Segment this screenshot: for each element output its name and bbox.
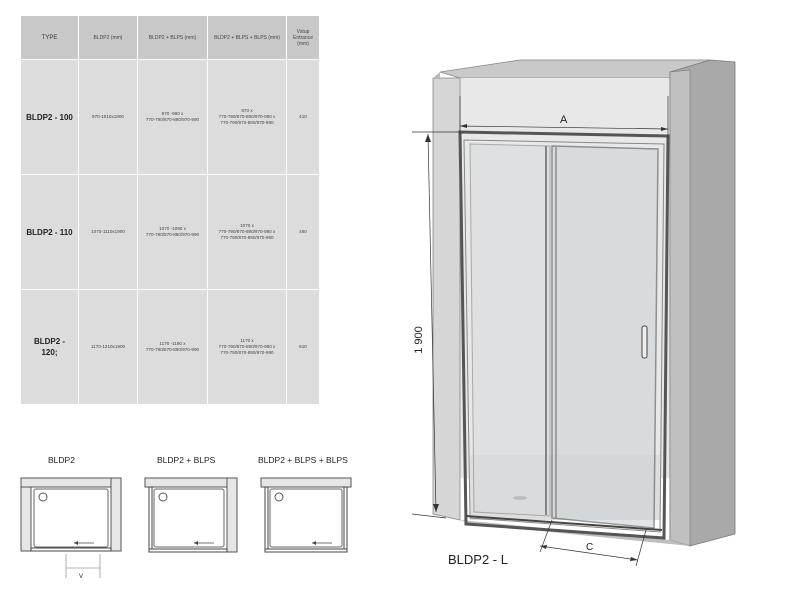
plan-diagram-bldp2-blps-blps [260, 477, 352, 553]
cell-line: 770-790/870-890/970-990 x [218, 344, 276, 349]
header-bldp2-blps-blps: BLDP2 + BLPS + BLPS (mm) [207, 15, 287, 60]
entrance-cell: 410 [286, 59, 320, 175]
niche-top-wall [439, 59, 711, 79]
cell-line: 1170 x [240, 338, 254, 343]
door-handle [641, 325, 648, 359]
table-row: BLDP2 - 110 1070-1110x1900 1070 -1090 x … [20, 174, 320, 290]
cell-line: 770-790/870-890/970-990 [220, 120, 274, 125]
cell-line: 1070 -1090 x [159, 226, 186, 231]
cell-line: 1070 x [240, 223, 254, 228]
table-header-row: TYPE BLDP2 (mm) BLDP2 + BLPS (mm) BLDP2 … [20, 15, 320, 60]
entrance-cell: 460 [286, 174, 320, 290]
cell-line: 120; [41, 348, 58, 357]
cell-line: 770-790/870-890/970-990 [145, 347, 200, 352]
header-type: TYPE [20, 15, 79, 60]
cell-line: 770-790/870-890/970-990 x [218, 229, 276, 234]
cell-line: 970 -990 x [161, 111, 184, 116]
spec-table: TYPE BLDP2 (mm) BLDP2 + BLPS (mm) BLDP2 … [20, 15, 320, 405]
plan-diagram-bldp2: V [20, 477, 122, 580]
fixed-glass-panel [469, 143, 551, 517]
table-row: BLDP2 - 100 970-1010x1900 970 -990 x 770… [20, 59, 320, 175]
diagram-label-bldp2-blps-blps: BLDP2 + BLPS + BLPS [258, 455, 348, 465]
header-bldp2: BLDP2 (mm) [78, 15, 138, 60]
header-entrance: Vstup Entrance (mm) [286, 15, 320, 60]
bldp2-blps-blps-size-cell: 1170 x 770-790/870-890/970-990 x 770-790… [207, 289, 287, 405]
sliding-glass-panel [551, 145, 659, 529]
bldp2-blps-blps-size-cell: 970 x 770-790/870-890/970-990 x 770-790/… [207, 59, 287, 175]
cell-line: 1170 -1190 x [159, 341, 186, 346]
table-row: BLDP2 - 120; 1170-1210x1900 1170 -1190 x… [20, 289, 320, 405]
type-cell: BLDP2 - 120; [20, 289, 79, 405]
bldp2-size-cell: 1170-1210x1900 [78, 289, 138, 405]
cell-line: 970 x [241, 108, 253, 113]
header-bldp2-blps: BLDP2 + BLPS (mm) [137, 15, 208, 60]
dimension-height-label: 1 900 [413, 326, 425, 354]
entrance-cell: 510 [286, 289, 320, 405]
bldp2-blps-size-cell: 1170 -1190 x 770-790/870-890/970-990 [137, 289, 208, 405]
bldp2-size-cell: 970-1010x1900 [78, 59, 138, 175]
render-caption: BLDP2 - L [448, 552, 508, 567]
type-cell: BLDP2 - 100 [20, 59, 79, 175]
type-cell: BLDP2 - 110 [20, 174, 79, 290]
cell-line: 770-790/870-890/970-990 [145, 232, 200, 237]
bldp2-blps-size-cell: 970 -990 x 770-790/870-890/970-990 [137, 59, 208, 175]
dimension-a-label: A [560, 114, 568, 126]
bldp2-blps-blps-size-cell: 1070 x 770-790/870-890/970-990 x 770-790… [207, 174, 287, 290]
diagram-label-bldp2: BLDP2 [48, 455, 75, 465]
bldp2-size-cell: 1070-1110x1900 [78, 174, 138, 290]
niche-left-wall [432, 77, 461, 521]
cell-line: 770-790/870-890/970-990 [220, 235, 274, 240]
dimension-v-label: V [79, 574, 83, 580]
dimension-c-label: C [586, 542, 593, 553]
cell-line: 770-790/870-890/970-990 [145, 117, 200, 122]
door-frame [458, 130, 670, 540]
cell-line: BLDP2 - [33, 337, 66, 346]
cell-line: 770-790/870-890/970-990 x [218, 114, 276, 119]
shower-door-render: A 1 900 C BLDP2 - L [411, 59, 736, 567]
plan-diagram-bldp2-blps [144, 477, 238, 553]
diagram-label-bldp2-blps: BLDP2 + BLPS [157, 455, 216, 465]
cell-line: 770-790/870-890/970-990 [220, 350, 274, 355]
bldp2-blps-size-cell: 1070 -1090 x 770-790/870-890/970-990 [137, 174, 208, 290]
